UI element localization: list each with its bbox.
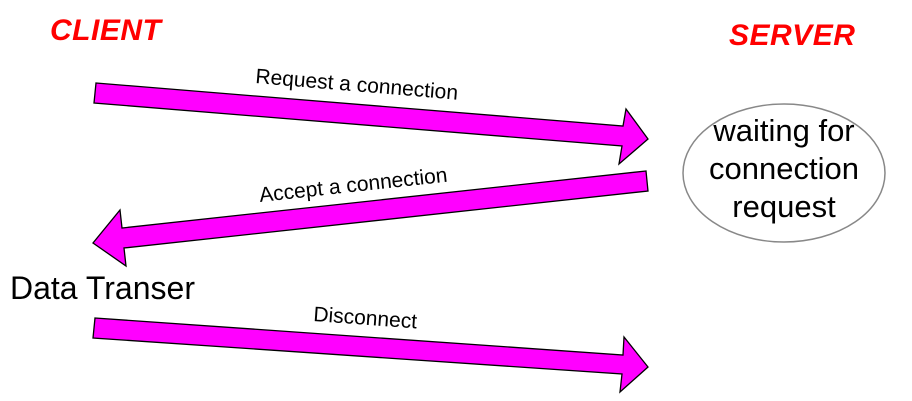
server-state-ellipse	[682, 103, 886, 243]
server-state-line: request	[732, 189, 836, 224]
accept-arrow	[92, 170, 649, 268]
server-state-line: waiting for	[713, 113, 855, 148]
server-state-text: waiting for connection request	[684, 112, 884, 226]
server-label: SERVER	[729, 19, 856, 52]
client-state-label: Data Transer	[10, 270, 195, 306]
client-label: CLIENT	[50, 14, 162, 47]
disconnect-arrow	[92, 317, 649, 394]
disconnect-label: Disconnect	[313, 303, 418, 333]
server-state-line: connection	[709, 151, 859, 186]
request-arrow	[93, 82, 649, 166]
